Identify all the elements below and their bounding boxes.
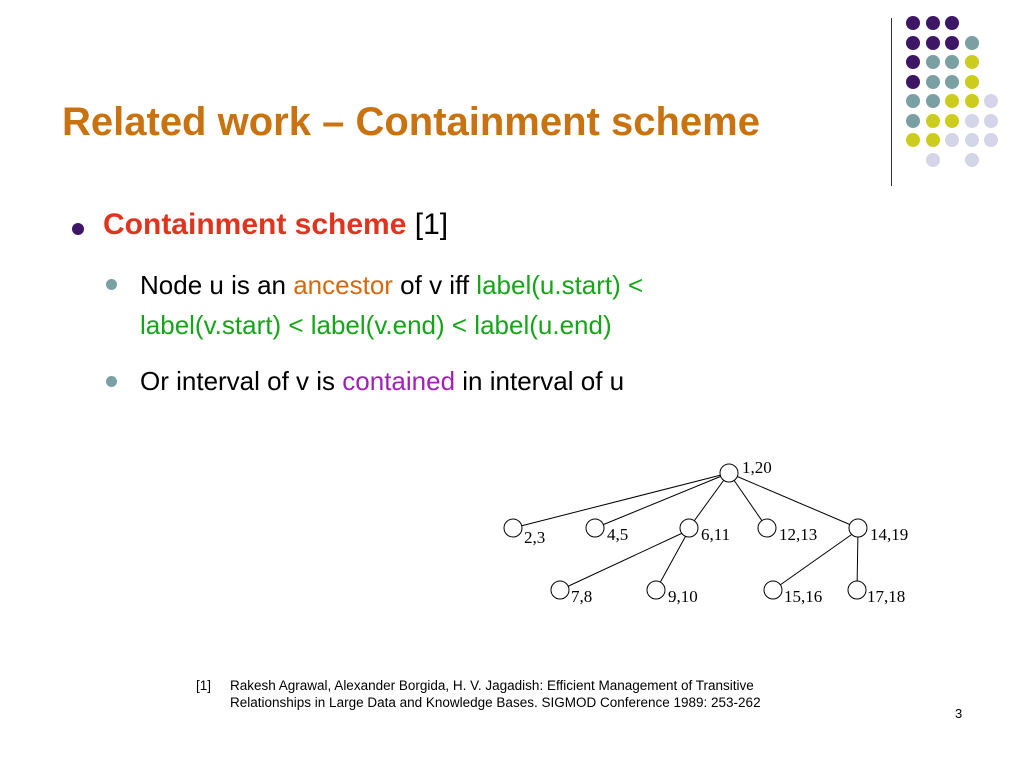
decorative-dot bbox=[925, 35, 940, 50]
node-label: 17,18 bbox=[867, 587, 905, 606]
decorative-dot bbox=[925, 94, 940, 108]
text-segment: of v iff bbox=[392, 270, 477, 300]
text-segment: Or interval of v is bbox=[140, 366, 343, 396]
decorative-dot bbox=[964, 94, 979, 108]
node-label: 14,19 bbox=[870, 525, 908, 544]
reference-text-line2: Relationships in Large Data and Knowledg… bbox=[230, 695, 761, 710]
tree-node bbox=[757, 518, 777, 538]
decorative-dot bbox=[906, 35, 920, 50]
decorative-dot bbox=[906, 74, 920, 89]
decorative-dot bbox=[964, 35, 979, 50]
tree-node bbox=[550, 580, 570, 600]
tree-node bbox=[763, 580, 783, 600]
bullet-dot bbox=[72, 223, 84, 235]
node-label-root: 1,20 bbox=[742, 458, 772, 477]
label-condition-part1: label(u.start) < bbox=[476, 270, 644, 300]
decorative-dot bbox=[964, 74, 979, 89]
node-label: 9,10 bbox=[668, 587, 698, 606]
text-segment: in interval of u bbox=[455, 366, 625, 396]
decorative-dot bbox=[906, 94, 920, 108]
tree-node-root bbox=[719, 463, 739, 483]
tree-node bbox=[503, 518, 523, 538]
tree-node bbox=[646, 580, 666, 600]
decorative-dot bbox=[925, 16, 940, 30]
decorative-dot bbox=[964, 113, 979, 128]
edge bbox=[688, 472, 730, 529]
decorative-dot bbox=[964, 133, 979, 147]
reference-number: [1] bbox=[196, 678, 212, 693]
tree-node bbox=[848, 518, 868, 538]
text-segment: Node u is an bbox=[140, 270, 294, 300]
decorative-dot bbox=[925, 74, 940, 89]
ancestor-highlight: ancestor bbox=[293, 270, 393, 300]
decorative-dot bbox=[906, 55, 920, 69]
sub-bullet-dot bbox=[106, 376, 117, 387]
node-label: 6,11 bbox=[701, 525, 730, 544]
decorative-dot bbox=[945, 94, 959, 108]
edge bbox=[655, 529, 690, 591]
decorative-dot bbox=[945, 55, 959, 69]
edge bbox=[559, 529, 690, 591]
node-label: 12,13 bbox=[779, 525, 817, 544]
decorative-dot bbox=[964, 55, 979, 69]
node-label: 2,3 bbox=[524, 528, 545, 547]
decorative-dot bbox=[925, 133, 940, 147]
citation-marker: [1] bbox=[406, 208, 449, 241]
node-label: 15,16 bbox=[784, 587, 822, 606]
decorative-dot bbox=[906, 113, 920, 128]
node-label: 4,5 bbox=[607, 525, 628, 544]
decorative-dot bbox=[906, 133, 920, 147]
decorative-dot bbox=[945, 35, 959, 50]
edge bbox=[594, 472, 730, 529]
edge bbox=[512, 472, 730, 529]
node-label: 7,8 bbox=[571, 587, 592, 606]
decorative-dot bbox=[984, 94, 998, 108]
tree-edges bbox=[512, 472, 859, 591]
sub-bullet-contained: Or interval of v is contained in interva… bbox=[140, 362, 624, 400]
main-bullet-text: Containment scheme [1] bbox=[103, 208, 448, 242]
reference-text-line1: Rakesh Agrawal, Alexander Borgida, H. V.… bbox=[230, 678, 754, 693]
tree-node bbox=[679, 518, 699, 538]
decorative-dot bbox=[945, 133, 959, 147]
decorative-dot bbox=[925, 55, 940, 69]
decorative-dot bbox=[945, 16, 959, 30]
contained-highlight: contained bbox=[342, 366, 456, 396]
tree-node bbox=[847, 580, 867, 600]
edge bbox=[728, 472, 859, 529]
decorative-divider-line bbox=[891, 18, 892, 186]
decorative-dot bbox=[906, 16, 920, 30]
tree-node bbox=[585, 518, 605, 538]
decorative-dot bbox=[945, 74, 959, 89]
decorative-dot bbox=[945, 113, 959, 128]
decorative-dot bbox=[984, 133, 998, 147]
decorative-dot bbox=[925, 152, 940, 167]
decorative-dot bbox=[984, 113, 998, 128]
label-condition-part2: label(v.start) < label(v.end) < label(u.… bbox=[140, 310, 612, 340]
edge bbox=[856, 529, 859, 591]
decorative-dot bbox=[964, 152, 979, 167]
sub-bullet-ancestor-line1: Node u is an ancestor of v iff label(u.s… bbox=[140, 266, 643, 304]
decorative-dot bbox=[925, 113, 940, 128]
containment-scheme-highlight: Containment scheme bbox=[103, 208, 407, 241]
sub-bullet-dot bbox=[106, 279, 117, 290]
edge bbox=[728, 472, 768, 529]
page-number: 3 bbox=[955, 706, 963, 721]
edge bbox=[772, 529, 859, 591]
slide-title: Related work – Containment scheme bbox=[62, 100, 760, 144]
